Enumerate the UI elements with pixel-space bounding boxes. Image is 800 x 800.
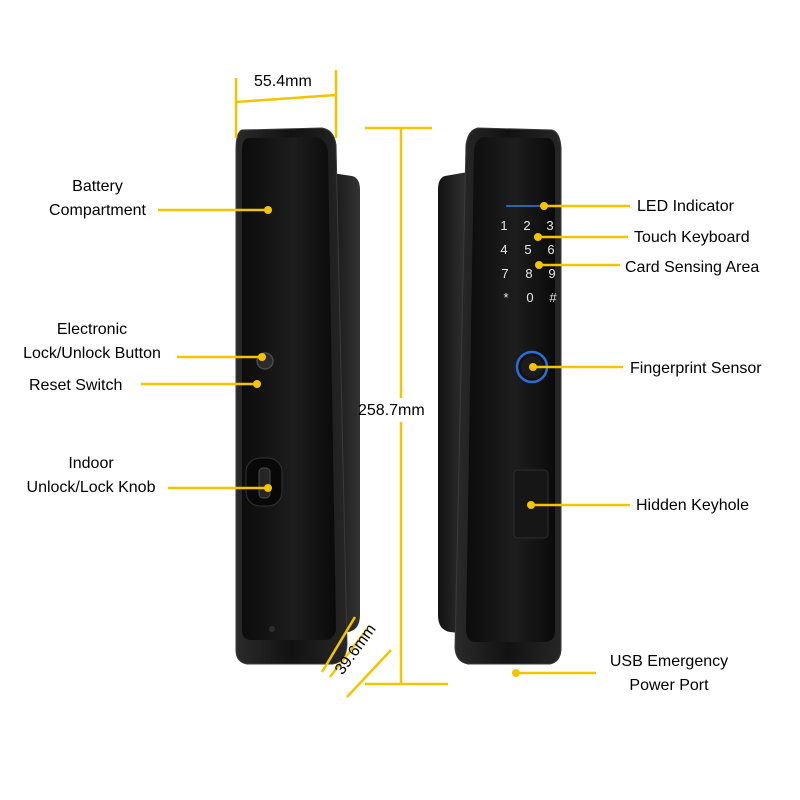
- dimension-height: [365, 126, 448, 686]
- indoor-unit: [235, 127, 360, 665]
- key-2: 2: [523, 218, 530, 233]
- indoor-face: [242, 137, 336, 640]
- dimension-width: [234, 70, 338, 138]
- electronic-line2: Lock/Unlock Button: [23, 345, 161, 362]
- electronic-line1: Electronic: [56, 321, 128, 338]
- reset-switch-label: Reset Switch: [29, 377, 123, 394]
- outdoor-face: [466, 137, 555, 642]
- indoor-line1: Indoor: [68, 455, 114, 472]
- key-4: 4: [500, 242, 507, 257]
- key-5: 5: [524, 242, 531, 257]
- fingerprint-sensor-label: Fingerprint Sensor: [630, 360, 762, 377]
- indoor-knob-label: Indoor Unlock/Lock Knob: [15, 452, 167, 500]
- key-3: 3: [546, 218, 553, 233]
- height-dimension-label: 258.7mm: [358, 402, 425, 419]
- key-0: 0: [526, 290, 533, 305]
- callout-lines: [141, 202, 630, 677]
- outdoor-unit: 1 2 3 4 5 6 7 8 9 * 0 #: [438, 127, 562, 665]
- indoor-line2: Unlock/Lock Knob: [26, 479, 156, 496]
- key-hash: #: [549, 290, 557, 305]
- hidden-keyhole-label: Hidden Keyhole: [636, 497, 749, 514]
- usb-power-port-label: USB Emergency Power Port: [596, 650, 742, 698]
- dimension-depth: [320, 616, 392, 698]
- usb-line2: Power Port: [629, 677, 709, 694]
- touch-keyboard-label: Touch Keyboard: [634, 229, 750, 246]
- key-8: 8: [525, 266, 532, 281]
- battery-line2: Compartment: [49, 202, 146, 219]
- card-sensing-label: Card Sensing Area: [625, 259, 760, 276]
- key-6: 6: [547, 242, 554, 257]
- key-9: 9: [548, 266, 555, 281]
- battery-line1: Battery: [72, 178, 123, 195]
- key-1: 1: [500, 218, 507, 233]
- indoor-bottom-screw: [269, 626, 275, 632]
- width-dimension-label: 55.4mm: [254, 73, 312, 90]
- indoor-knob: [258, 467, 271, 499]
- usb-line1: USB Emergency: [609, 653, 729, 670]
- touch-keypad: 1 2 3 4 5 6 7 8 9 * 0 #: [500, 218, 557, 305]
- key-7: 7: [501, 266, 508, 281]
- key-star: *: [503, 290, 508, 305]
- led-indicator-label: LED Indicator: [637, 198, 734, 215]
- battery-compartment-label: Battery Compartment: [40, 175, 155, 223]
- electronic-button-label: Electronic Lock/Unlock Button: [8, 318, 176, 366]
